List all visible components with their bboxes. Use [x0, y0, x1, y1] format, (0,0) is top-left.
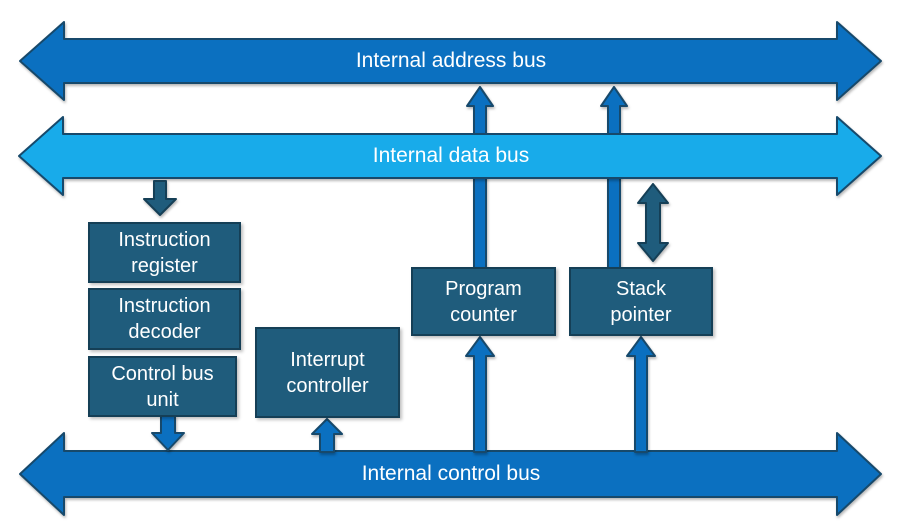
interrupt-controller-box: Interrupt controller — [255, 327, 400, 418]
stack-pointer-box: Stack pointer — [569, 267, 713, 336]
internal-control-bus-arrow — [19, 432, 882, 516]
control-bus-unit-label-line1: Control bus — [111, 362, 214, 385]
instruction-register-label-line2: register — [131, 254, 198, 277]
instruction-decoder-box: Instruction decoder — [88, 288, 241, 350]
instruction-decoder-label-line2: decoder — [128, 321, 201, 343]
control-bus-unit-box: Control bus unit — [88, 356, 237, 417]
data-bus-stack-pointer-double-arrow — [637, 183, 669, 262]
control-bus-to-program-counter-arrow — [465, 336, 495, 453]
data-bus-to-instruction-register-arrow — [143, 180, 177, 216]
control-bus-unit-to-control-bus-arrow — [151, 415, 185, 451]
interrupt-controller-label-line2: controller — [286, 374, 369, 397]
control-bus-to-stack-pointer-arrow — [626, 336, 656, 453]
interrupt-controller-label-line1: Interrupt — [290, 348, 365, 371]
control-bus-unit-label-line2: unit — [146, 388, 179, 411]
instruction-decoder-label-line1: Instruction — [118, 295, 211, 317]
program-counter-label-line2: counter — [450, 303, 517, 326]
program-counter-box: Program counter — [411, 267, 556, 336]
internal-data-bus-arrow — [18, 116, 882, 196]
internal-address-bus-arrow — [19, 21, 882, 101]
stack-pointer-label-line1: Stack — [615, 277, 667, 300]
stack-pointer-label-line2: pointer — [610, 303, 672, 326]
control-bus-to-interrupt-controller-arrow — [311, 418, 343, 453]
program-counter-label-line1: Program — [445, 277, 522, 300]
instruction-register-label-line1: Instruction — [118, 228, 211, 251]
instruction-register-box: Instruction register — [88, 222, 241, 283]
